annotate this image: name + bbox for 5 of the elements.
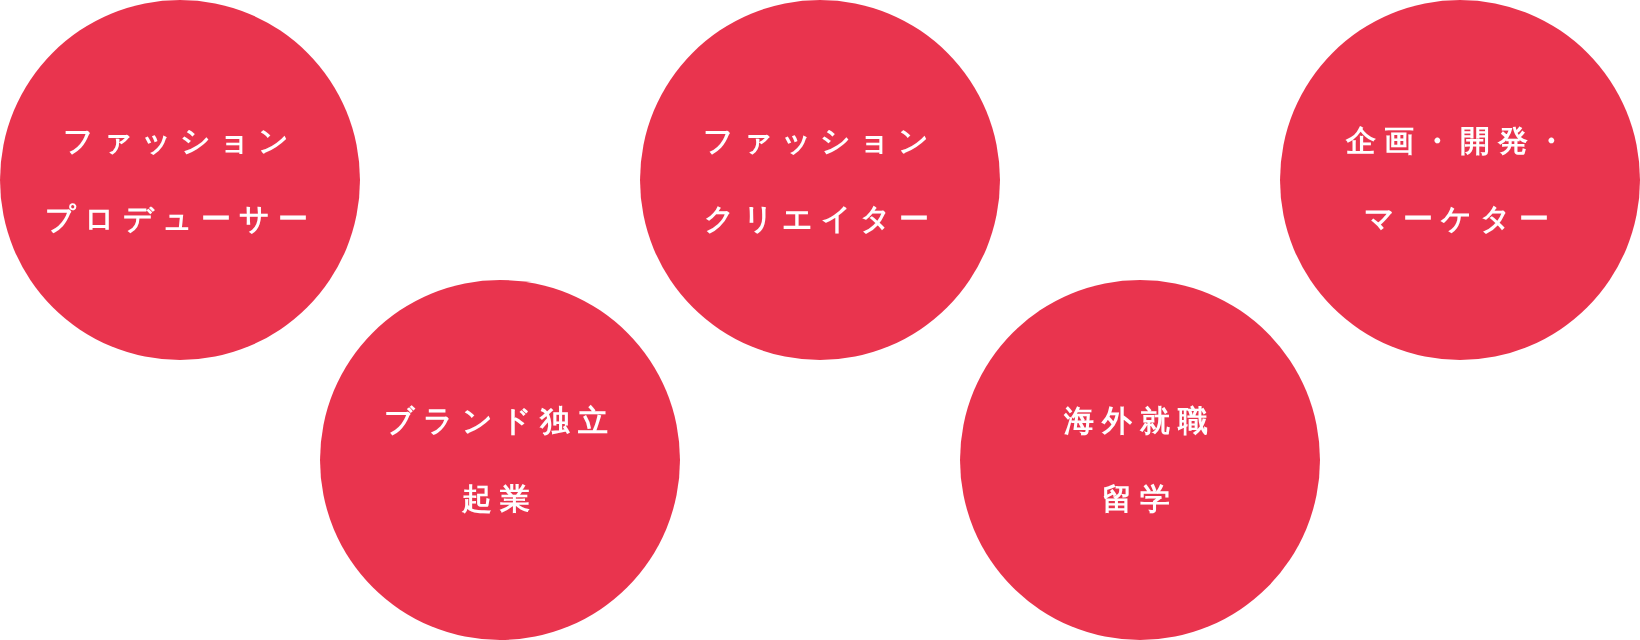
node-text: ファッションプロデューサー: [44, 123, 316, 237]
node-text: ファッションクリエイター: [703, 123, 937, 237]
node-text: 企画・開発・マーケター: [1346, 123, 1574, 237]
node-text: 海外就職留学: [1064, 403, 1216, 517]
node-text: ブランド独立起業: [384, 403, 616, 517]
